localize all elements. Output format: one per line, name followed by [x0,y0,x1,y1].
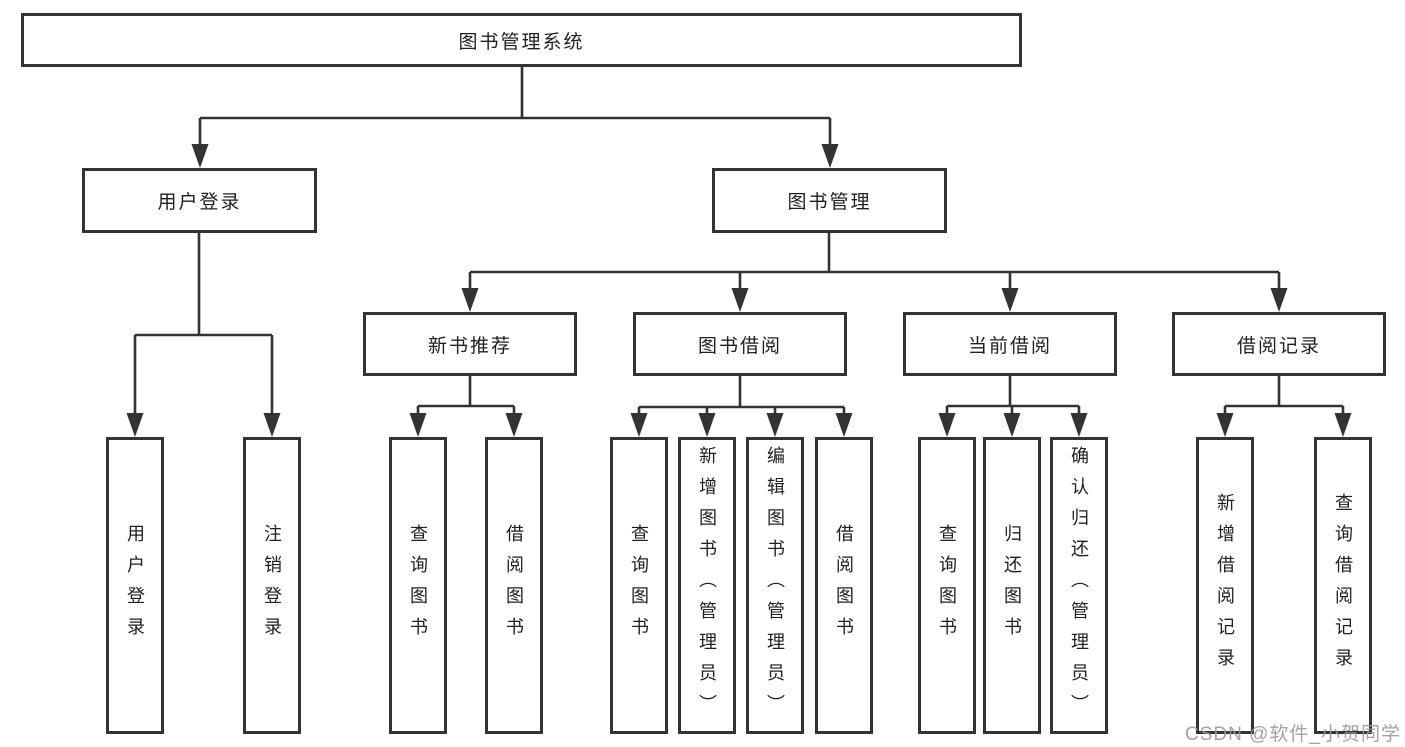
arrow-down-icon [409,413,427,437]
node-label: 查询图书 [408,523,428,648]
arrow-down-icon [698,413,716,437]
leaf-logout: 注销登录 [243,437,301,734]
node-label: 编辑图书（管理员） [765,446,785,725]
connector-root-to-level2 [198,67,832,150]
node-book-borrowing: 图书借阅 [633,312,847,376]
arrow-down-icon [461,288,479,312]
arrow-down-icon [938,413,956,437]
connector-newbook-to-leaves [416,376,516,421]
node-label: 查询借阅记录 [1333,492,1353,679]
arrow-down-icon [1001,288,1019,312]
arrow-down-icon [731,288,749,312]
arrow-down-icon [191,144,209,168]
node-label: 查询图书 [937,523,957,648]
leaf-borrow-books: 借阅图书 [815,437,873,734]
arrowheads [126,144,1352,437]
leaf-add-borrow-record: 新增借阅记录 [1196,437,1254,734]
node-label: 新增图书（管理员） [697,446,717,725]
arrow-down-icon [630,413,648,437]
node-label: 注销登录 [262,523,282,648]
arrow-down-icon [1216,413,1234,437]
node-label: 用户登录 [157,192,242,213]
node-library-management-system: 图书管理系统 [21,13,1022,67]
node-label: 图书管理系统 [458,31,585,53]
arrow-down-icon [126,413,144,437]
node-new-book-recommendation: 新书推荐 [363,312,577,376]
arrow-down-icon [1070,413,1088,437]
node-label: 借阅图书 [834,523,854,648]
connector-bookborrow-to-leaves [637,376,846,421]
leaf-query-books: 查询图书 [389,437,447,734]
node-label: 图书管理 [787,192,872,213]
node-label: 用户登录 [125,523,145,648]
arrow-down-icon [1334,413,1352,437]
leaf-add-book-admin: 新增图书（管理员） [678,437,736,734]
arrow-down-icon [1270,288,1288,312]
node-label: 新增借阅记录 [1215,492,1235,679]
leaf-query-borrow-record: 查询借阅记录 [1314,437,1372,734]
arrow-down-icon [766,413,784,437]
leaf-confirm-return-admin: 确认归还（管理员） [1050,437,1108,734]
arrow-down-icon [1003,413,1021,437]
leaf-borrow-books: 借阅图书 [485,437,543,734]
node-label: 新书推荐 [427,335,512,357]
arrow-down-icon [263,413,281,437]
leaf-user-login: 用户登录 [106,437,164,734]
leaf-query-books: 查询图书 [610,437,668,734]
arrow-down-icon [821,144,839,168]
node-label: 当前借阅 [967,335,1052,357]
node-user-login: 用户登录 [82,168,317,233]
leaf-query-books: 查询图书 [918,437,976,734]
node-borrowing-records: 借阅记录 [1172,312,1386,376]
connector-userlogin-to-leaves [133,233,274,419]
node-label: 借阅图书 [504,523,524,648]
node-label: 归还图书 [1002,523,1022,648]
leaf-edit-book-admin: 编辑图书（管理员） [746,437,804,734]
node-label: 查询图书 [629,523,649,648]
connector-bookmgmt-to-level3 [468,233,1281,295]
arrow-down-icon [835,413,853,437]
csdn-watermark: CSDN @软件_小贺同学 [1185,724,1401,745]
node-label: 借阅记录 [1236,335,1321,357]
node-current-borrowing: 当前借阅 [903,312,1117,376]
node-label: 图书借阅 [697,335,782,357]
node-book-management: 图书管理 [712,168,947,233]
node-label: 确认归还（管理员） [1069,446,1089,725]
arrow-down-icon [505,413,523,437]
connector-borrowrecords-to-leaves [1223,376,1345,421]
leaf-return-book: 归还图书 [983,437,1041,734]
